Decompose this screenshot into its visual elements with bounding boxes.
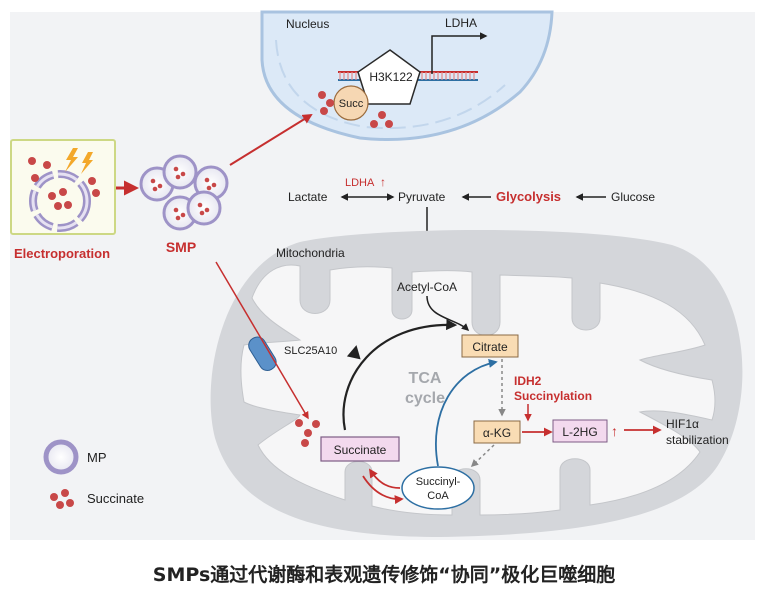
acetylcoa-label: Acetyl-CoA bbox=[397, 280, 457, 294]
hif-label-line1: HIF1α bbox=[666, 417, 699, 431]
arrow-succinate-citrate bbox=[342, 319, 458, 431]
succinate-box bbox=[320, 436, 400, 462]
citrate-label: Citrate bbox=[472, 340, 508, 354]
nucleus-label: Nucleus bbox=[286, 17, 329, 31]
legend: MP Succinate bbox=[43, 439, 144, 509]
mitochondrion: Mitochondria bbox=[210, 230, 743, 537]
glucose-label: Glucose bbox=[611, 190, 655, 204]
akg-label: α-KG bbox=[483, 426, 511, 440]
nucleus: Nucleus H3K122 LDHA Succ bbox=[260, 10, 554, 142]
lightning-icon bbox=[81, 152, 93, 174]
succinylcoa-label-line1: Succinyl- bbox=[416, 476, 461, 488]
nucleosome-shape bbox=[357, 49, 421, 105]
l2hg-box bbox=[552, 419, 608, 443]
succ-label: Succ bbox=[339, 98, 364, 110]
tca-label-line1: TCA bbox=[409, 370, 442, 387]
ldha-up-arrow: ↑ bbox=[380, 175, 386, 189]
tca-label-line2: cycle bbox=[405, 390, 445, 407]
arrow-smp-to-nucleus bbox=[229, 113, 313, 166]
arrow-akg-succinylcoa bbox=[470, 444, 495, 468]
arrow-up-head bbox=[346, 345, 361, 360]
arrow-succinate-succinylcoa bbox=[369, 468, 401, 489]
arrow-acetylcoa-citrate bbox=[426, 295, 470, 332]
electroporation-box bbox=[10, 139, 116, 235]
smp-label: SMP bbox=[166, 239, 196, 255]
legend-mp-icon bbox=[43, 439, 79, 475]
l2hg-up-arrow: ↑ bbox=[611, 423, 618, 439]
mito-succinate-dots bbox=[295, 419, 320, 447]
legend-succinate-label: Succinate bbox=[87, 491, 144, 506]
arrow-succinylcoa-succinate bbox=[362, 475, 404, 505]
slc25a10-transporter-icon bbox=[248, 336, 277, 371]
glycolysis-pathway: Lactate Pyruvate Glycolysis Glucose LDHA… bbox=[288, 175, 655, 280]
arrow-succinylcoa-citrate bbox=[435, 358, 498, 467]
legend-mp-label: MP bbox=[87, 450, 107, 465]
idh2-label: IDH2 bbox=[514, 374, 542, 388]
pyruvate-label: Pyruvate bbox=[398, 190, 446, 204]
succinylcoa-oval bbox=[401, 466, 475, 510]
arrow-smp-to-succinate bbox=[215, 261, 309, 420]
mitochondria-label: Mitochondria bbox=[276, 246, 345, 260]
histone-label: H3K122 bbox=[369, 70, 413, 84]
smp-cluster bbox=[139, 154, 229, 231]
nuclear-succinate-dots bbox=[318, 91, 393, 128]
nucleus-gene-label: LDHA bbox=[445, 16, 477, 30]
electroporation-label: Electroporation bbox=[14, 246, 110, 261]
hif-label-line2: stabilization bbox=[666, 433, 729, 447]
figure-caption: SMPs通过代谢酶和表观遗传修饰“协同”极化巨噬细胞 bbox=[152, 564, 616, 586]
succinylcoa-label-line2: CoA bbox=[427, 490, 449, 502]
glycolysis-label: Glycolysis bbox=[496, 189, 561, 204]
succinylation-label: Succinylation bbox=[514, 389, 592, 403]
lightning-icon bbox=[65, 148, 78, 172]
diagram-canvas: Nucleus H3K122 LDHA Succ bbox=[10, 10, 755, 540]
succinate-label: Succinate bbox=[334, 443, 387, 457]
akg-box bbox=[473, 420, 521, 444]
lactate-label: Lactate bbox=[288, 190, 328, 204]
transcription-arrow bbox=[431, 32, 488, 74]
citrate-box bbox=[461, 334, 519, 358]
slc25a10-label: SLC25A10 bbox=[284, 345, 337, 357]
l2hg-label: L-2HG bbox=[562, 425, 597, 439]
ldha-enzyme-label: LDHA bbox=[345, 177, 375, 189]
legend-succinate-icon bbox=[50, 489, 74, 509]
